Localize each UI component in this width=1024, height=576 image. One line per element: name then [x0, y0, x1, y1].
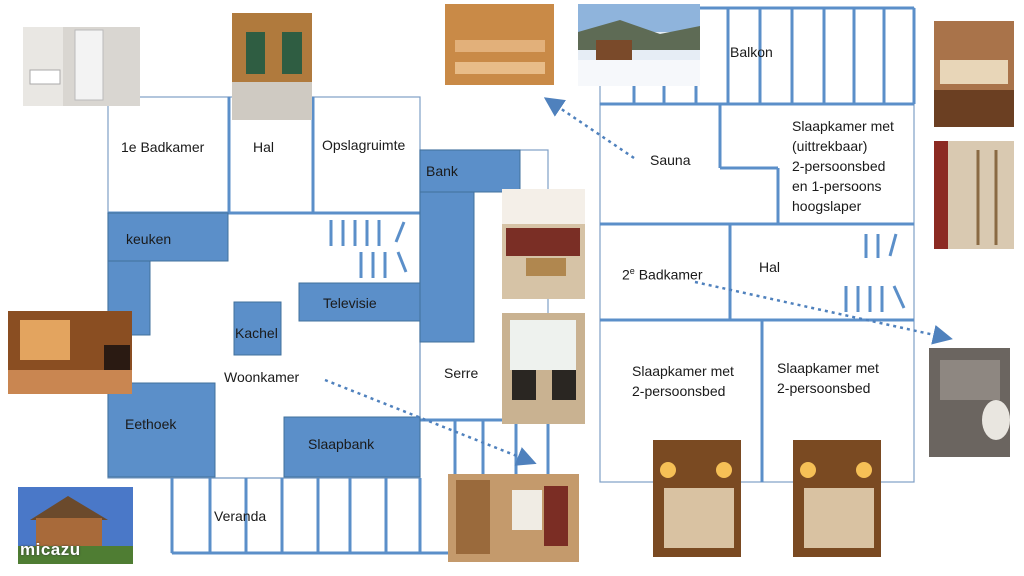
photo-bathroom — [23, 27, 140, 106]
kitchen-label: keuken — [126, 231, 172, 247]
bedroom-loft-label: Slaapkamer met (uittrekbaar) 2-persoonsb… — [792, 116, 894, 216]
bathroom1-label: 1e Badkamer — [121, 139, 205, 155]
photo-chalet-exterior — [18, 487, 133, 564]
conservatory-label: Serre — [444, 365, 479, 381]
bedroom-right-line: 2-persoonsbed — [777, 380, 871, 396]
bedroom-loft-line: en 1-persoons — [792, 178, 882, 194]
bedroom-left-line: Slaapkamer met — [632, 363, 734, 379]
photo-kitchen — [8, 311, 132, 394]
photo-bedroom-1 — [653, 440, 741, 557]
bedroom-right-line: Slaapkamer met — [777, 360, 879, 376]
storage-room — [312, 96, 421, 214]
bank-side-block — [419, 191, 475, 343]
bank-block — [419, 149, 521, 193]
bedroom-loft-line: hoogslaper — [792, 198, 862, 214]
photo-bedroom-2 — [793, 440, 881, 557]
photo-conservatory-chairs — [502, 313, 585, 424]
bank-label: Bank — [426, 163, 458, 179]
bedroom-loft-line: (uittrekbaar) — [792, 138, 868, 154]
sofabed-label: Slaapbank — [308, 436, 375, 452]
bathroom2-sup: e — [629, 266, 635, 276]
bedroom-loft-line: 2-persoonsbed — [792, 158, 886, 174]
balcony-label: Balkon — [730, 44, 773, 60]
photo-hallway-doors — [232, 13, 312, 120]
bedroom-left-label: Slaapkamer met 2-persoonsbed — [632, 361, 734, 401]
photo-bunk-room — [934, 21, 1014, 127]
sauna-label: Sauna — [650, 152, 691, 168]
tv-label: Televisie — [323, 295, 377, 311]
tv-block — [298, 282, 421, 322]
stove-label: Kachel — [235, 325, 278, 341]
bedroom-right-label: Slaapkamer met 2-persoonsbed — [777, 358, 879, 398]
photo-loft-ladder — [934, 141, 1014, 249]
veranda-label: Veranda — [214, 508, 267, 524]
photo-bathroom-2 — [929, 348, 1010, 457]
photo-living-sofa — [502, 189, 585, 299]
living-label: Woonkamer — [224, 369, 300, 385]
photo-sauna — [445, 4, 554, 85]
kitchen-counter — [107, 212, 229, 262]
hall2-label: Hal — [759, 259, 781, 275]
storage-label: Opslagruimte — [322, 137, 406, 153]
photo-stairs-interior — [448, 474, 579, 562]
bathroom2-number: 2 — [622, 266, 630, 283]
sofabed-block — [283, 416, 421, 478]
photo-snowy-chalet — [578, 4, 700, 86]
hall1-label: Hal — [253, 139, 275, 155]
watermark-logo: micazu — [20, 540, 81, 559]
bedroom-left-line: 2-persoonsbed — [632, 383, 726, 399]
sauna-arrow — [543, 97, 635, 160]
dining-label: Eethoek — [125, 416, 177, 432]
bathroom2-text: Badkamer — [634, 266, 703, 283]
bedroom-loft-line: Slaapkamer met — [792, 118, 894, 134]
living-arrow — [324, 378, 537, 466]
bathroom2-arrow — [694, 280, 953, 345]
bathroom2-label: 2e Badkamer — [622, 261, 703, 285]
stove-block — [233, 301, 282, 356]
dining-block — [107, 382, 216, 478]
